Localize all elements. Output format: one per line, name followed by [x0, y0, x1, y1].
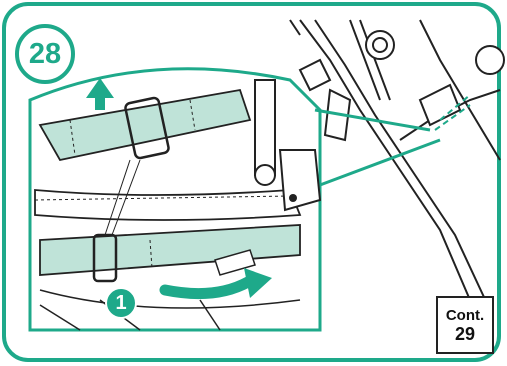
continue-label: Cont. — [446, 307, 484, 324]
step-number-badge: 28 — [15, 24, 75, 84]
stroller-frame — [290, 20, 504, 310]
callout-marker: 1 — [105, 287, 137, 319]
next-step-number: 29 — [455, 324, 475, 344]
continue-indicator: Cont. 29 — [436, 296, 494, 354]
